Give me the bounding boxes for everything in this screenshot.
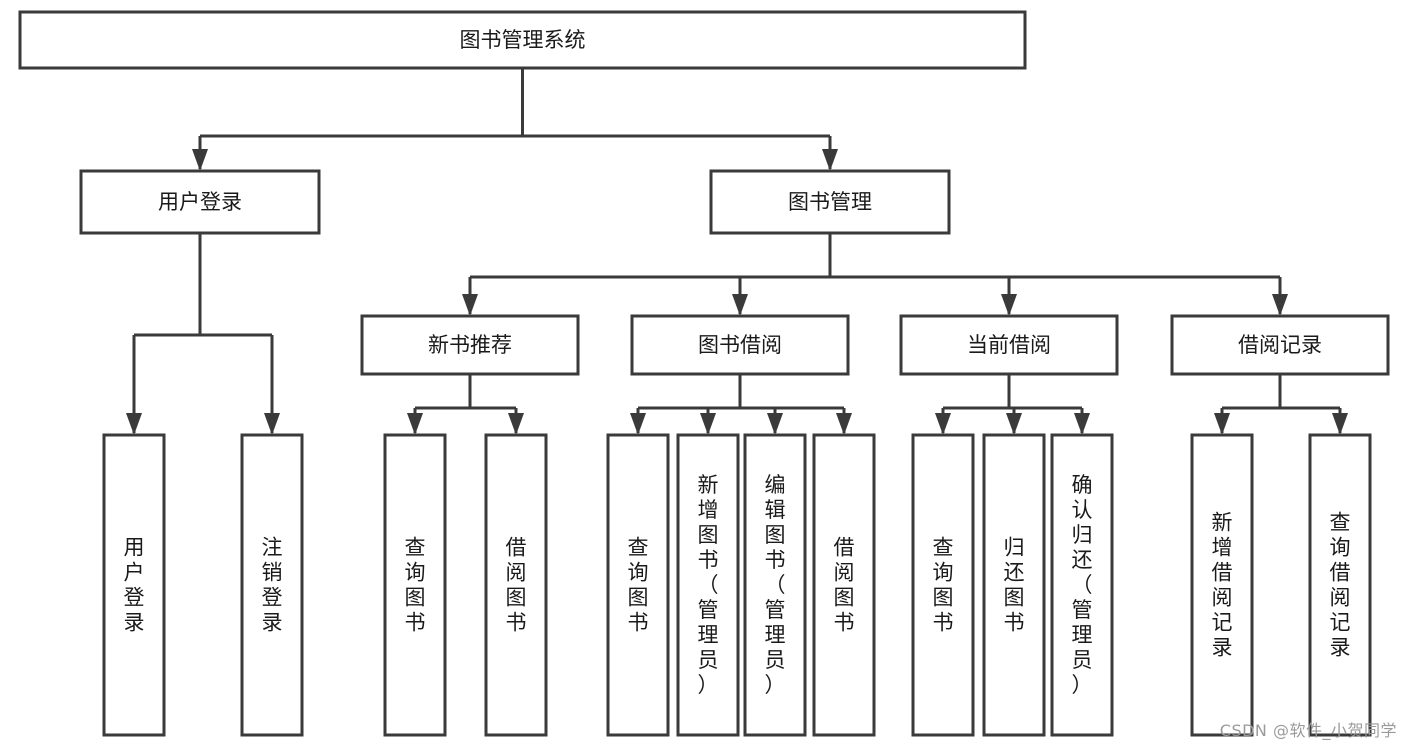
- node-leaf-1-label: 注销登录: [262, 536, 283, 635]
- node-leaf-12[interactable]: 查询借阅记录: [1308, 433, 1372, 737]
- arrow-borrow-to-leaf-1: [700, 413, 716, 435]
- arrow-record-to-leaf-0: [1214, 413, 1230, 435]
- node-leaf-12-label: 查询借阅记录: [1330, 511, 1351, 660]
- node-leaf-6-box[interactable]: [743, 433, 807, 737]
- node-leaf-3-label: 借阅图书: [506, 536, 527, 635]
- arrow-manage-to-level3-0: [462, 294, 478, 316]
- arrow-manage-to-level3-1: [732, 294, 748, 316]
- node-leaf-1-box[interactable]: [240, 433, 304, 737]
- node-leaf-0[interactable]: 用户登录: [102, 433, 166, 737]
- node-leaf-8[interactable]: 查询图书: [911, 433, 975, 737]
- node-level2-0-label: 用户登录: [158, 190, 242, 214]
- node-leaf-9-box[interactable]: [982, 433, 1046, 737]
- node-leaf-10[interactable]: 确认归还（管理员）: [1050, 433, 1114, 737]
- node-leaf-6[interactable]: 编辑图书（管理员）: [743, 433, 807, 737]
- node-leaf-0-box[interactable]: [102, 433, 166, 737]
- node-leaf-11-label: 新增借阅记录: [1212, 511, 1233, 660]
- arrow-root-to-level2-0: [192, 149, 208, 171]
- node-root-box[interactable]: [18, 10, 1027, 70]
- node-leaf-1[interactable]: 注销登录: [240, 433, 304, 737]
- node-level2-1-box[interactable]: [709, 169, 951, 235]
- node-level3-1[interactable]: 图书借阅: [630, 314, 850, 376]
- node-level3-3-box[interactable]: [1170, 314, 1390, 376]
- arrow-borrow-to-leaf-3: [836, 413, 852, 435]
- node-level3-2-label: 当前借阅: [967, 333, 1051, 357]
- arrow-login-to-leaf-1: [264, 413, 280, 435]
- node-level3-2[interactable]: 当前借阅: [899, 314, 1119, 376]
- node-leaf-5[interactable]: 新增图书（管理员）: [676, 433, 740, 737]
- node-leaf-9[interactable]: 归还图书: [982, 433, 1046, 737]
- arrow-borrow-to-leaf-2: [767, 413, 783, 435]
- node-leaf-9-label: 归还图书: [1004, 536, 1025, 635]
- node-leaf-8-box[interactable]: [911, 433, 975, 737]
- node-leaf-2[interactable]: 查询图书: [383, 433, 447, 737]
- node-leaf-11-box[interactable]: [1190, 433, 1254, 737]
- node-level3-3-label: 借阅记录: [1238, 333, 1322, 357]
- node-leaf-5-box[interactable]: [676, 433, 740, 737]
- node-leaf-8-label: 查询图书: [933, 536, 954, 635]
- node-leaf-3[interactable]: 借阅图书: [484, 433, 548, 737]
- arrow-current-to-leaf-1: [1006, 413, 1022, 435]
- connector-layer: [126, 68, 1348, 435]
- node-leaf-3-box[interactable]: [484, 433, 548, 737]
- node-layer: 图书管理系统用户登录图书管理新书推荐图书借阅当前借阅借阅记录用户登录注销登录查询…: [18, 10, 1390, 737]
- arrow-root-to-level2-1: [822, 149, 838, 171]
- node-leaf-7-box[interactable]: [812, 433, 876, 737]
- node-leaf-4-label: 查询图书: [628, 536, 649, 635]
- node-leaf-2-label: 查询图书: [405, 536, 426, 635]
- node-leaf-4[interactable]: 查询图书: [606, 433, 670, 737]
- arrow-newbook-to-leaf-0: [407, 413, 423, 435]
- node-level3-2-box[interactable]: [899, 314, 1119, 376]
- arrow-manage-to-level3-3: [1272, 294, 1288, 316]
- arrow-current-to-leaf-2: [1074, 413, 1090, 435]
- node-level3-0-box[interactable]: [360, 314, 580, 376]
- node-level2-1-label: 图书管理: [788, 190, 872, 214]
- arrow-borrow-to-leaf-0: [630, 413, 646, 435]
- node-level2-0[interactable]: 用户登录: [79, 169, 321, 235]
- node-level3-3[interactable]: 借阅记录: [1170, 314, 1390, 376]
- node-leaf-4-box[interactable]: [606, 433, 670, 737]
- node-leaf-2-box[interactable]: [383, 433, 447, 737]
- node-root[interactable]: 图书管理系统: [18, 10, 1027, 70]
- node-level2-1[interactable]: 图书管理: [709, 169, 951, 235]
- node-leaf-12-box[interactable]: [1308, 433, 1372, 737]
- node-root-label: 图书管理系统: [460, 28, 586, 52]
- node-leaf-10-box[interactable]: [1050, 433, 1114, 737]
- node-level3-0-label: 新书推荐: [428, 333, 512, 357]
- arrow-current-to-leaf-0: [935, 413, 951, 435]
- arrow-newbook-to-leaf-1: [508, 413, 524, 435]
- node-leaf-10-label: 确认归还（管理员）: [1072, 473, 1093, 697]
- node-level2-0-box[interactable]: [79, 169, 321, 235]
- node-level3-1-label: 图书借阅: [698, 333, 782, 357]
- node-level3-0[interactable]: 新书推荐: [360, 314, 580, 376]
- node-leaf-7-label: 借阅图书: [834, 536, 855, 635]
- arrow-record-to-leaf-1: [1332, 413, 1348, 435]
- arrow-manage-to-level3-2: [1001, 294, 1017, 316]
- node-leaf-6-label: 编辑图书（管理员）: [765, 473, 786, 697]
- node-leaf-11[interactable]: 新增借阅记录: [1190, 433, 1254, 737]
- node-leaf-5-label: 新增图书（管理员）: [698, 473, 719, 697]
- arrow-login-to-leaf-0: [126, 413, 142, 435]
- node-leaf-7[interactable]: 借阅图书: [812, 433, 876, 737]
- node-leaf-0-label: 用户登录: [124, 536, 145, 635]
- node-level3-1-box[interactable]: [630, 314, 850, 376]
